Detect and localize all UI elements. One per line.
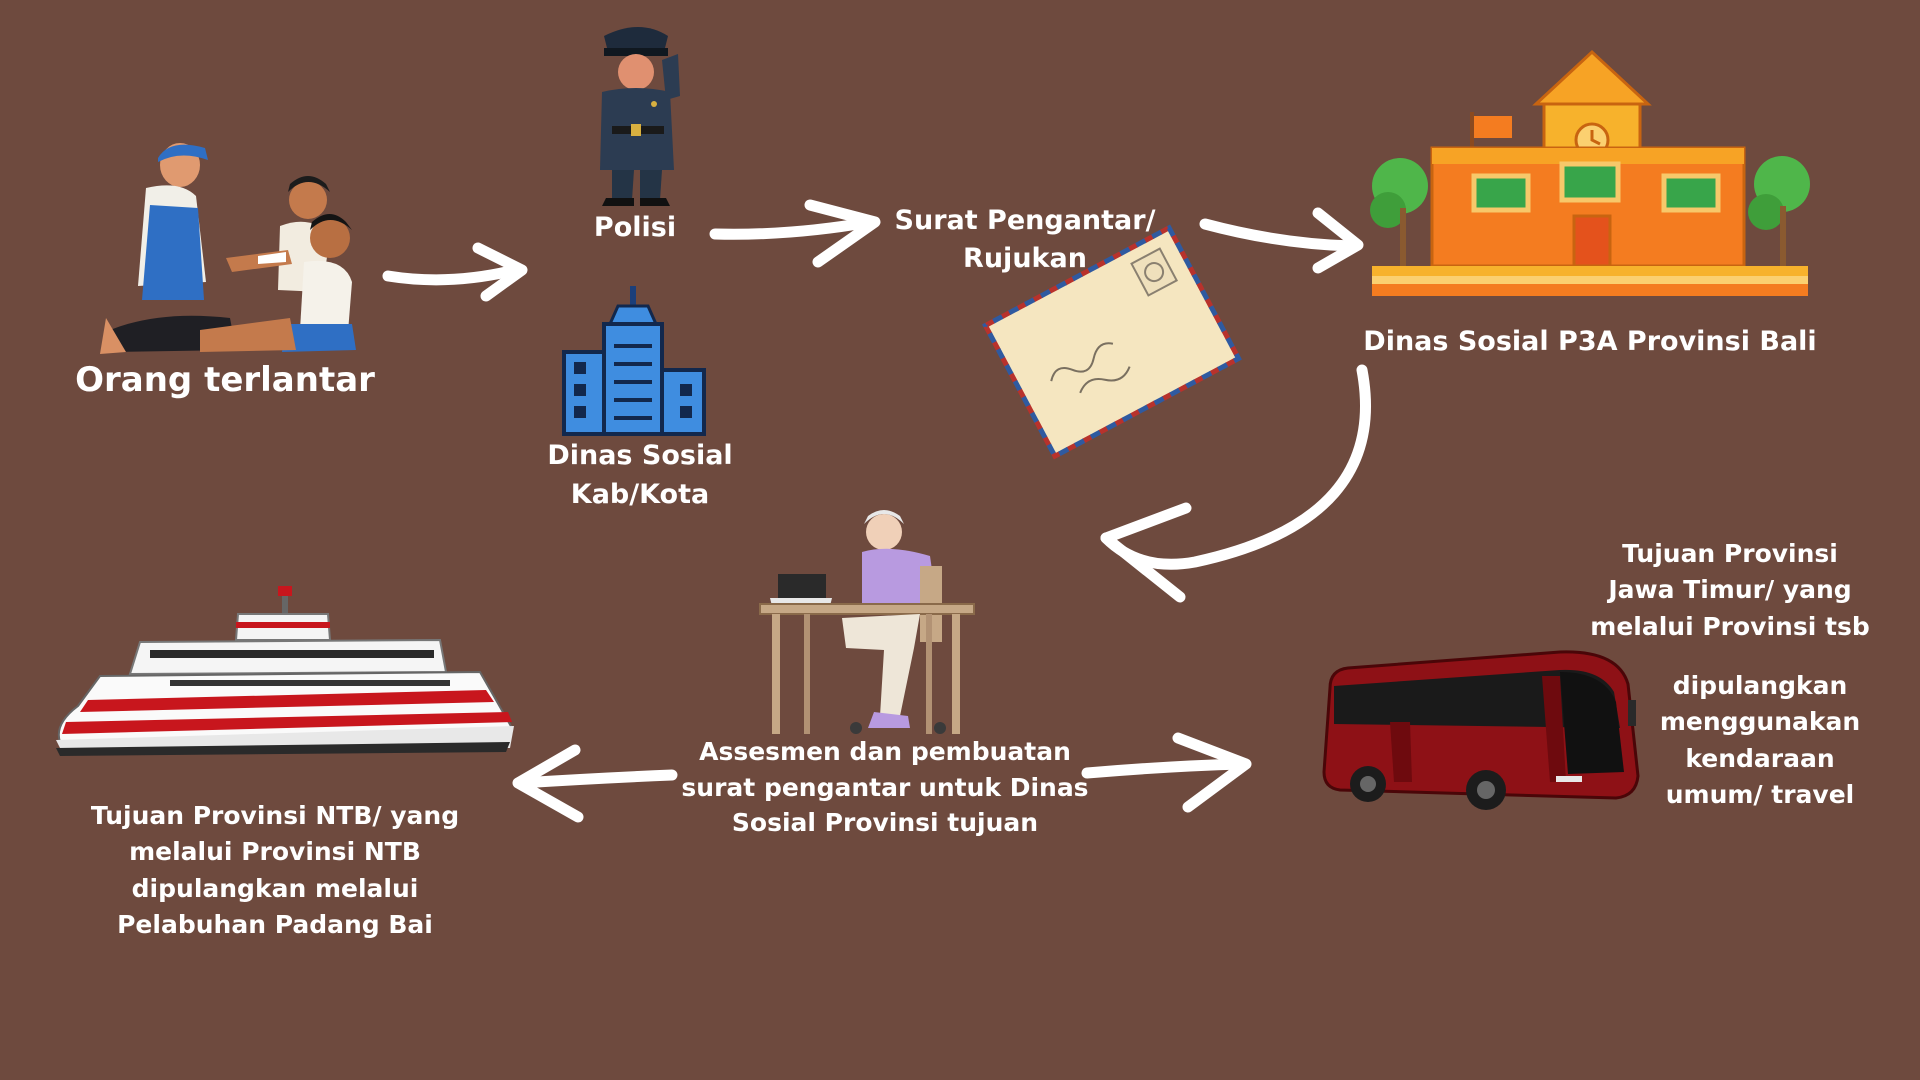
police-officer-icon — [600, 27, 680, 206]
label-polisi: Polisi — [593, 212, 677, 243]
label-tujuan-ntb: Tujuan Provinsi NTB/ yang melalui Provin… — [90, 798, 460, 943]
label-jatim2-line3: kendaraan — [1685, 743, 1835, 773]
label-surat-pengantar: Surat Pengantar/ Rujukan — [880, 202, 1170, 278]
arrow-assesmen-to-ntb — [512, 744, 678, 823]
label-ntb-line3: dipulangkan melalui — [131, 873, 419, 903]
label-assesmen-line3: Sosial Provinsi tujuan — [731, 808, 1039, 837]
arrow-assesmen-to-jatim — [1081, 732, 1252, 813]
label-jatim-line2: Jawa Timur/ yang — [1608, 575, 1852, 605]
label-assesmen: Assesmen dan pembuatan surat pengantar u… — [680, 734, 1090, 841]
label-jatim-line1: Tujuan Provinsi — [1622, 539, 1838, 568]
label-jatim-line3: melalui Provinsi tsb — [1590, 611, 1870, 641]
label-assesmen-line1: Assesmen dan pembuatan — [699, 737, 1071, 766]
office-building-icon — [562, 286, 706, 436]
label-surat-line1: Surat Pengantar/ — [894, 205, 1156, 236]
label-dinas-kab: Dinas Sosial Kab/Kota — [520, 436, 760, 514]
label-orang-terlantar: Orang terlantar — [75, 360, 375, 400]
label-jatim2-line1: dipulangkan — [1672, 671, 1848, 700]
arrow-polisi-to-surat — [709, 199, 881, 268]
envelope-icon — [982, 224, 1242, 460]
arrow-orang-to-polisi — [382, 242, 528, 302]
label-jatim-dipulangkan: dipulangkan menggunakan kendaraan umum/ … — [1620, 668, 1900, 813]
label-ntb-line2: melalui Provinsi NTB — [129, 837, 421, 867]
label-dinas-kab-line1: Dinas Sosial — [547, 440, 733, 471]
label-surat-line2: Rujukan — [963, 242, 1087, 274]
person-at-desk-icon — [759, 510, 975, 734]
arrow-surat-to-dinas-prov — [1199, 207, 1364, 274]
label-tujuan-jatim: Tujuan Provinsi Jawa Timur/ yang melalui… — [1580, 536, 1880, 645]
arrow-dinas-prov-to-assesmen — [1100, 364, 1371, 603]
label-ntb-line1: Tujuan Provinsi NTB/ yang — [90, 801, 460, 830]
homeless-people-icon — [100, 143, 356, 354]
label-ntb-line4: Pelabuhan Padang Bai — [117, 909, 433, 939]
label-assesmen-line2: surat pengantar untuk Dinas — [681, 772, 1089, 802]
label-dinas-prov: Dinas Sosial P3A Provinsi Bali — [1363, 326, 1817, 357]
label-dinas-kab-line2: Kab/Kota — [570, 479, 710, 511]
label-jatim2-line2: menggunakan — [1659, 707, 1861, 737]
label-jatim2-line4: umum/ travel — [1665, 779, 1855, 809]
ferry-ship-icon — [56, 586, 514, 756]
bus-icon — [1322, 650, 1640, 810]
government-building-icon — [1370, 49, 1810, 296]
